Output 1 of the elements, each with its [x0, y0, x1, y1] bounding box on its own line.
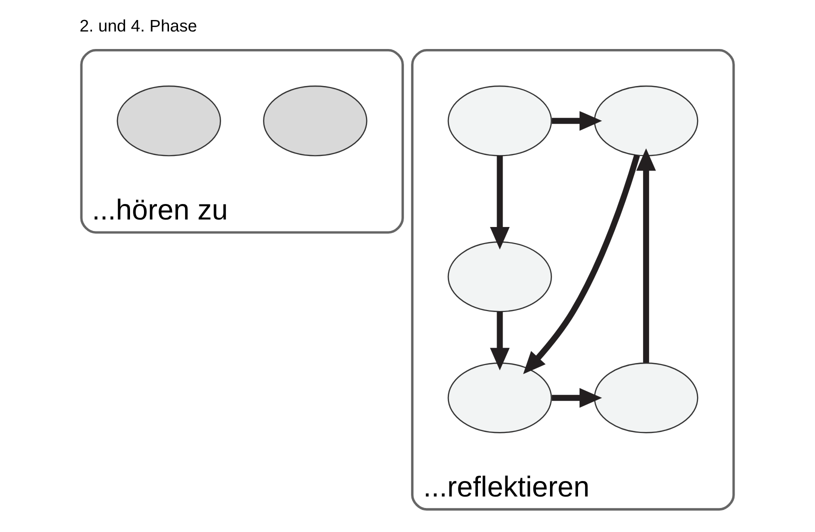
diagram-title: 2. und 4. Phase — [80, 16, 198, 36]
